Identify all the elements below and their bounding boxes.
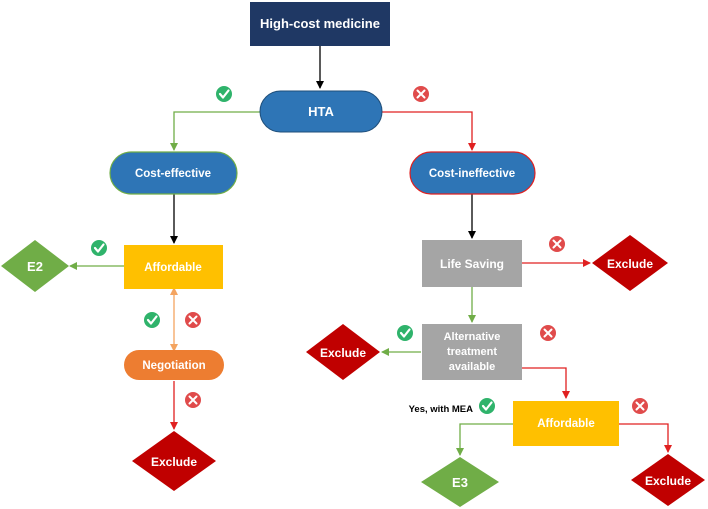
- cost-effective-label: Cost-effective: [135, 168, 211, 180]
- arrow-hta-to-cost-ineffective: [382, 111, 476, 151]
- check-icon: [89, 238, 109, 258]
- connectors: [69, 46, 672, 456]
- affordable-left-label: Affordable: [144, 262, 202, 274]
- life-saving-label: Life Saving: [440, 257, 504, 271]
- cross-icon: [184, 311, 202, 329]
- node-e3: E3: [421, 457, 499, 507]
- arrow-hta-to-cost-effective: [170, 111, 260, 151]
- cross-icon: [548, 235, 566, 253]
- arrow-alternative-to-affordable: [522, 367, 570, 399]
- node-exclude-alternative: Exclude: [306, 324, 380, 380]
- hta-label: HTA: [308, 104, 334, 119]
- cross-icon: [412, 85, 430, 103]
- cross-icon: [631, 397, 649, 415]
- alternative-line-3: available: [449, 361, 495, 373]
- arrow-affordable-to-e3: [456, 423, 513, 456]
- e2-label: E2: [27, 259, 43, 274]
- node-exclude-left: Exclude: [132, 431, 216, 491]
- exclude-alt-label: Exclude: [320, 346, 366, 360]
- e3-label: E3: [452, 475, 468, 490]
- alternative-line-1: Alternative: [444, 331, 501, 343]
- node-hta: HTA: [259, 90, 383, 133]
- exclude-life-label: Exclude: [607, 257, 653, 271]
- alternative-line-2: treatment: [447, 346, 497, 358]
- cost-ineffective-label: Cost-ineffective: [429, 168, 515, 180]
- arrow-affordable-to-exclude: [619, 423, 672, 453]
- node-cost-ineffective: Cost-ineffective: [409, 151, 536, 195]
- node-affordable-right: Affordable: [513, 401, 619, 446]
- node-e2: E2: [1, 240, 69, 292]
- negotiation-label: Negotiation: [142, 360, 205, 372]
- check-icon: [142, 310, 162, 330]
- exclude-right-label: Exclude: [645, 474, 691, 488]
- yes-with-mea-label: Yes, with MEA: [409, 404, 474, 415]
- node-alternative-treatment: Alternative treatment available: [422, 324, 522, 380]
- node-affordable-left: Affordable: [124, 245, 223, 289]
- node-high-cost-medicine: High-cost medicine: [250, 2, 390, 46]
- check-icon: [477, 396, 497, 416]
- high-cost-label: High-cost medicine: [260, 16, 380, 31]
- node-life-saving: Life Saving: [422, 240, 522, 287]
- cross-icon: [184, 391, 202, 409]
- node-exclude-right: Exclude: [631, 454, 705, 506]
- node-cost-effective: Cost-effective: [109, 151, 238, 195]
- node-negotiation: Negotiation: [124, 350, 224, 380]
- affordable-right-label: Affordable: [537, 418, 595, 430]
- exclude-left-label: Exclude: [151, 455, 197, 469]
- check-icon: [214, 84, 234, 104]
- node-exclude-life-saving: Exclude: [592, 235, 668, 291]
- check-icon: [395, 323, 415, 343]
- cross-icon: [539, 324, 557, 342]
